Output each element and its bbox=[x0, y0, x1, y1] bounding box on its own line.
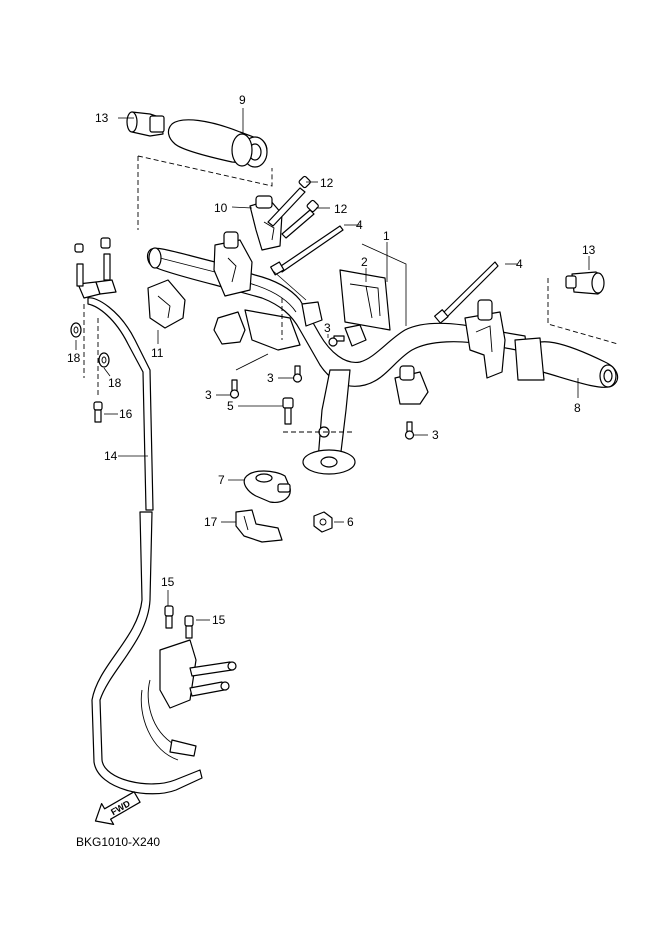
handlebar bbox=[146, 247, 528, 475]
callout-18-lower: 18 bbox=[108, 376, 122, 390]
bolt-3-center bbox=[328, 335, 345, 347]
callout-2: 2 bbox=[361, 255, 368, 269]
fwd-arrow-icon: FWD bbox=[94, 791, 141, 825]
union-bolt-16 bbox=[93, 401, 103, 423]
bolt-15-upper bbox=[164, 605, 174, 629]
throttle-housing-upper bbox=[249, 195, 283, 251]
diagram-code: BKG1010-X240 bbox=[76, 835, 160, 849]
handlebar-label bbox=[339, 269, 391, 331]
callout-5: 5 bbox=[227, 399, 234, 413]
lower-clamp-right bbox=[394, 365, 429, 405]
callout-4-right: 4 bbox=[516, 257, 523, 271]
label-group-bracket bbox=[361, 243, 407, 326]
callout-1: 1 bbox=[383, 229, 390, 243]
washer-18-upper bbox=[70, 322, 82, 338]
lower-clamp-left bbox=[213, 309, 301, 351]
callout-3-center: 3 bbox=[324, 321, 331, 335]
nut-6 bbox=[313, 511, 333, 533]
callout-17: 17 bbox=[204, 515, 218, 529]
bolt-5 bbox=[282, 397, 294, 425]
callout-12-bottom: 12 bbox=[334, 202, 348, 216]
assembly-dashed-lines bbox=[83, 155, 619, 433]
callout-11: 11 bbox=[151, 346, 164, 360]
washer-18-lower bbox=[98, 352, 110, 368]
upper-holder-right bbox=[464, 299, 506, 379]
bracket-center bbox=[301, 301, 367, 347]
callout-18-upper: 18 bbox=[67, 351, 81, 365]
callout-10: 10 bbox=[214, 201, 228, 215]
callout-3-left: 3 bbox=[205, 388, 212, 402]
bolt-3-left bbox=[229, 379, 240, 399]
callout-4-left: 4 bbox=[356, 218, 363, 232]
callout-16: 16 bbox=[119, 407, 133, 421]
callout-15-upper: 15 bbox=[161, 575, 175, 589]
holder-17 bbox=[235, 509, 283, 543]
right-grip bbox=[514, 337, 619, 388]
throttle-housing-lower bbox=[147, 279, 186, 329]
clamp-7 bbox=[243, 470, 291, 503]
callout-9: 9 bbox=[239, 93, 246, 107]
upper-holder-left bbox=[213, 231, 253, 297]
throttle-grip bbox=[167, 119, 268, 168]
callout-15-lower: 15 bbox=[212, 613, 226, 627]
bolt-3-mid bbox=[292, 365, 303, 383]
screw-12-bottom bbox=[281, 199, 319, 239]
screw-12-top bbox=[267, 175, 311, 227]
grip-end-left bbox=[126, 111, 165, 137]
brake-hose bbox=[74, 237, 237, 795]
cable-tie-left bbox=[270, 225, 344, 276]
callout-13-left: 13 bbox=[95, 111, 109, 125]
callout-3-right: 3 bbox=[432, 428, 439, 442]
grip-end-right bbox=[565, 271, 605, 295]
callout-12-top: 12 bbox=[320, 176, 334, 190]
callout-13-right: 13 bbox=[582, 243, 596, 257]
callout-numbers: 13 9 10 12 12 4 1 2 4 13 11 8 3 3 3 3 5 … bbox=[67, 93, 596, 627]
bolt-3-right bbox=[404, 421, 415, 440]
callout-8: 8 bbox=[574, 401, 581, 415]
callout-14: 14 bbox=[104, 449, 118, 463]
callout-3-mid: 3 bbox=[267, 371, 274, 385]
callout-7: 7 bbox=[218, 473, 225, 487]
callout-6: 6 bbox=[347, 515, 354, 529]
cable-tie-right bbox=[433, 261, 499, 324]
leader-lines bbox=[75, 108, 590, 621]
bolt-15-lower bbox=[184, 615, 194, 639]
